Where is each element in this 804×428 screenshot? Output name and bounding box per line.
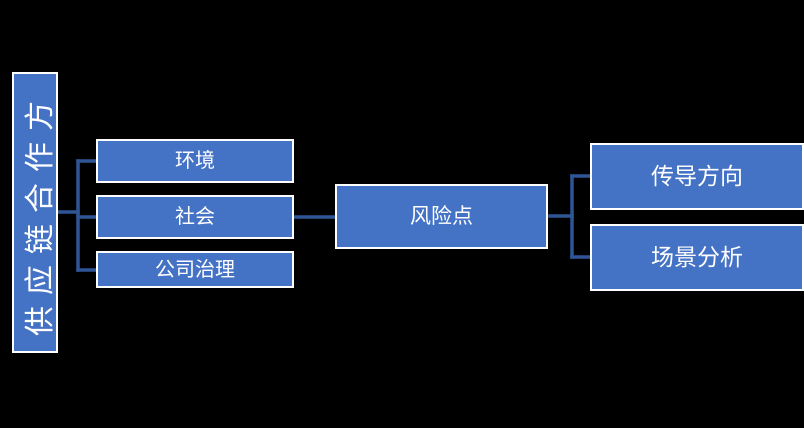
node-transmission-direction-label: 传导方向: [651, 163, 743, 189]
node-supply-chain-partner-label: 供应链合作方: [23, 89, 57, 336]
node-social: 社会: [96, 195, 294, 239]
node-governance: 公司治理: [96, 251, 294, 288]
node-governance-label: 公司治理: [155, 258, 235, 281]
node-environment: 环境: [96, 139, 294, 183]
node-scenario-analysis: 场景分析: [590, 224, 804, 291]
node-risk-point-label: 风险点: [410, 205, 473, 228]
node-scenario-analysis-label: 场景分析: [651, 244, 743, 270]
node-environment-label: 环境: [175, 150, 215, 172]
node-supply-chain-partner: 供应链合作方: [12, 72, 58, 353]
node-social-label: 社会: [175, 206, 215, 228]
node-transmission-direction: 传导方向: [590, 143, 804, 210]
node-risk-point: 风险点: [335, 184, 548, 249]
